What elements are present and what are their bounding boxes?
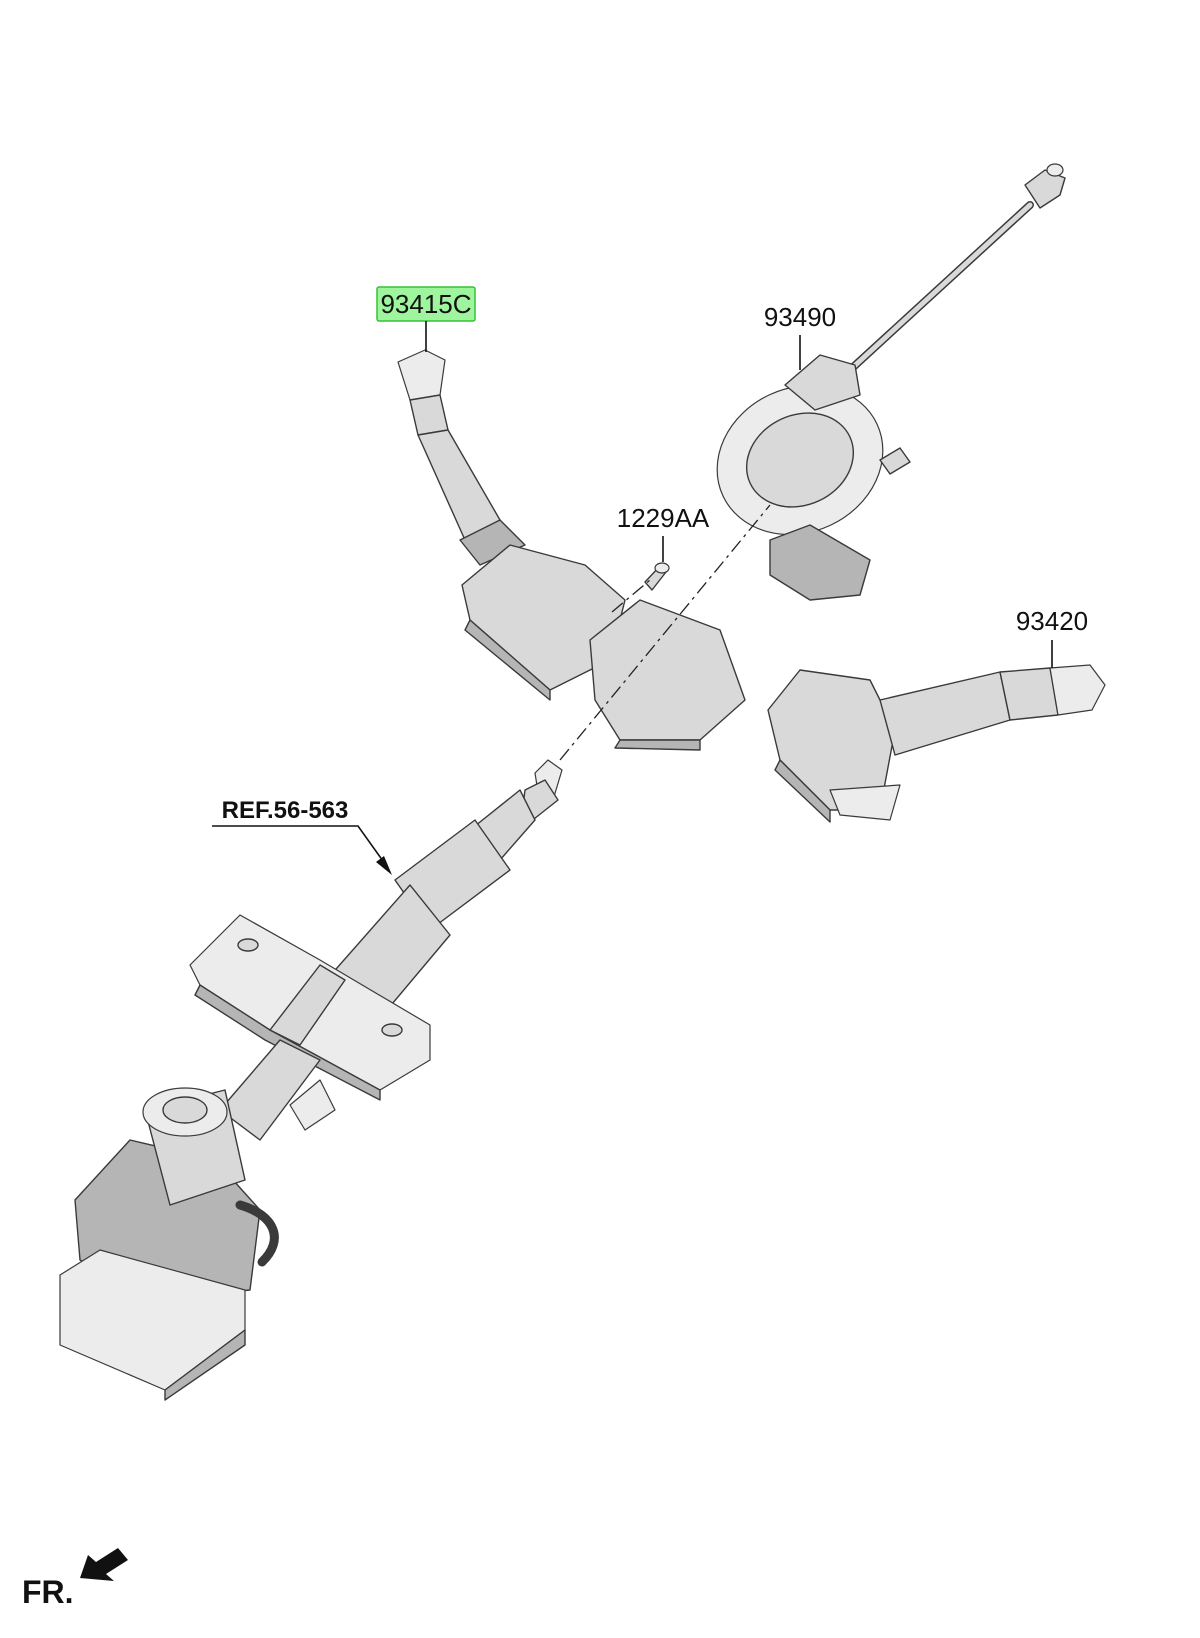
callout-ref-56-563[interactable]: REF.56-563: [212, 797, 392, 875]
part-number-93420: 93420: [1016, 606, 1088, 636]
column-switch-body[interactable]: [589, 599, 746, 751]
part-number-93415c: 93415C: [380, 289, 471, 319]
front-label: FR.: [22, 1574, 74, 1610]
callout-93420[interactable]: 93420: [1016, 606, 1088, 668]
front-arrow-icon: [80, 1548, 128, 1581]
multifunction-switch-right[interactable]: [767, 664, 1106, 823]
arrow-head-icon: [376, 856, 392, 875]
reference-label: REF.56-563: [222, 797, 349, 824]
front-direction-indicator: FR.: [22, 1548, 128, 1610]
part-number-93490: 93490: [764, 302, 836, 332]
callout-93490[interactable]: 93490: [764, 302, 836, 370]
callout-1229aa[interactable]: 1229AA: [617, 503, 710, 562]
multifunction-switch-left[interactable]: [397, 349, 626, 701]
part-number-1229aa: 1229AA: [617, 503, 710, 533]
screw-axis-line: [611, 579, 651, 613]
assembly-axis-line: [559, 504, 771, 761]
callout-93415c[interactable]: 93415C: [376, 286, 476, 352]
clock-spring[interactable]: [693, 163, 1066, 601]
leader-line: [212, 825, 389, 869]
screw-part[interactable]: [644, 562, 670, 591]
steering-column-assembly[interactable]: [59, 759, 563, 1401]
